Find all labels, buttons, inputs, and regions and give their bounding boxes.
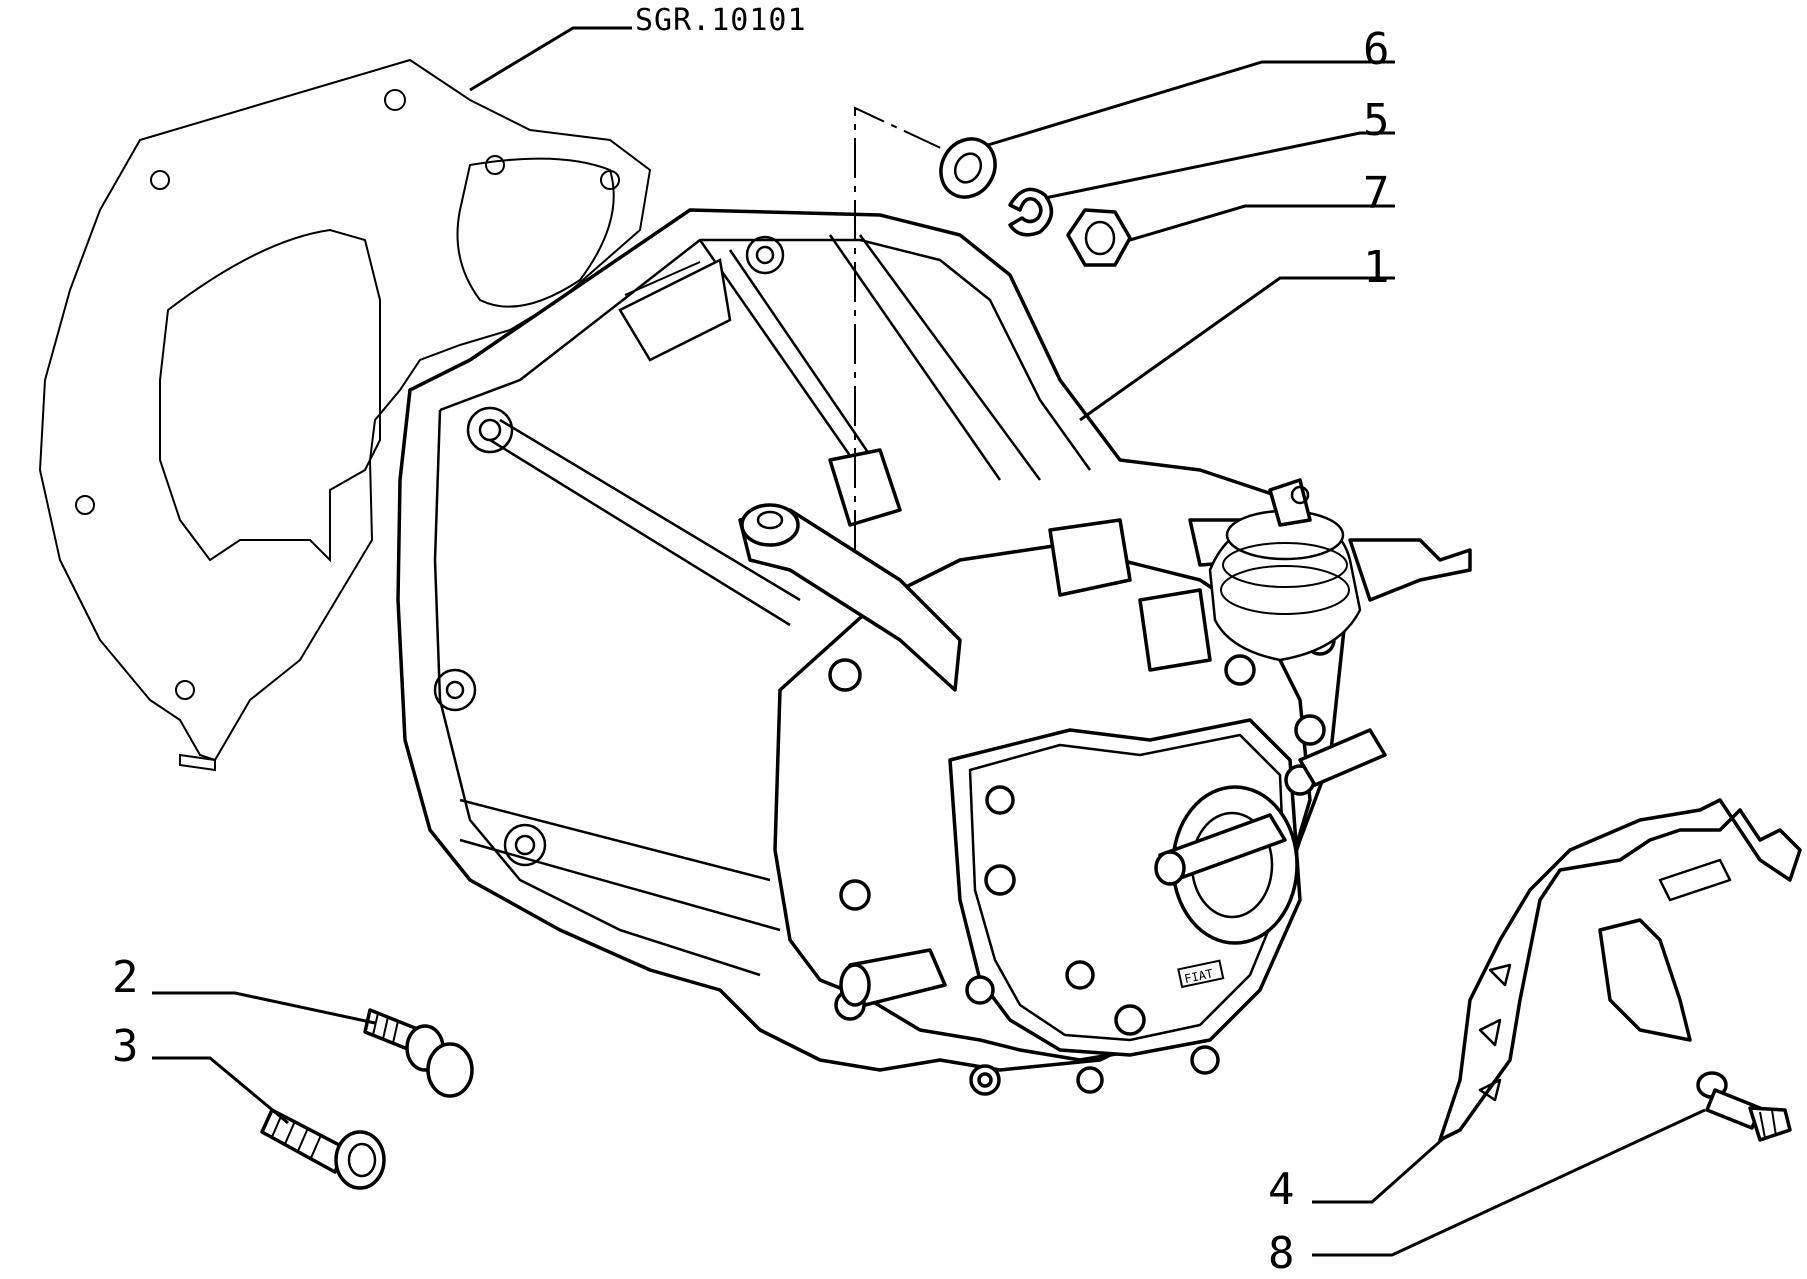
- reference-code: SGR.10101: [635, 3, 807, 38]
- screw-item-8: [1696, 1071, 1792, 1142]
- callout-8: 8: [1268, 1228, 1295, 1274]
- fiat-stamp: FIAT: [1183, 966, 1214, 986]
- guard-plate: [1438, 798, 1802, 1142]
- callout-5: 5: [1363, 95, 1390, 146]
- nut-item-7: [1066, 208, 1132, 267]
- gearbox-housing: FIAT: [396, 208, 1472, 1096]
- callout-6: 6: [1363, 24, 1390, 75]
- callout-1: 1: [1363, 242, 1390, 293]
- washer-item-6: [939, 137, 997, 199]
- gasket-plate: [38, 58, 652, 772]
- assembly-axis: [854, 106, 946, 550]
- spring-washer-item-5: [1008, 187, 1054, 237]
- callout-7: 7: [1363, 168, 1390, 219]
- bolt-item-3: [260, 1108, 386, 1190]
- callout-4: 4: [1268, 1164, 1295, 1215]
- leader-lines: [152, 26, 1706, 1257]
- bolt-item-2: [363, 1008, 474, 1098]
- callout-2: 2: [112, 952, 139, 1003]
- callout-3: 3: [112, 1021, 139, 1072]
